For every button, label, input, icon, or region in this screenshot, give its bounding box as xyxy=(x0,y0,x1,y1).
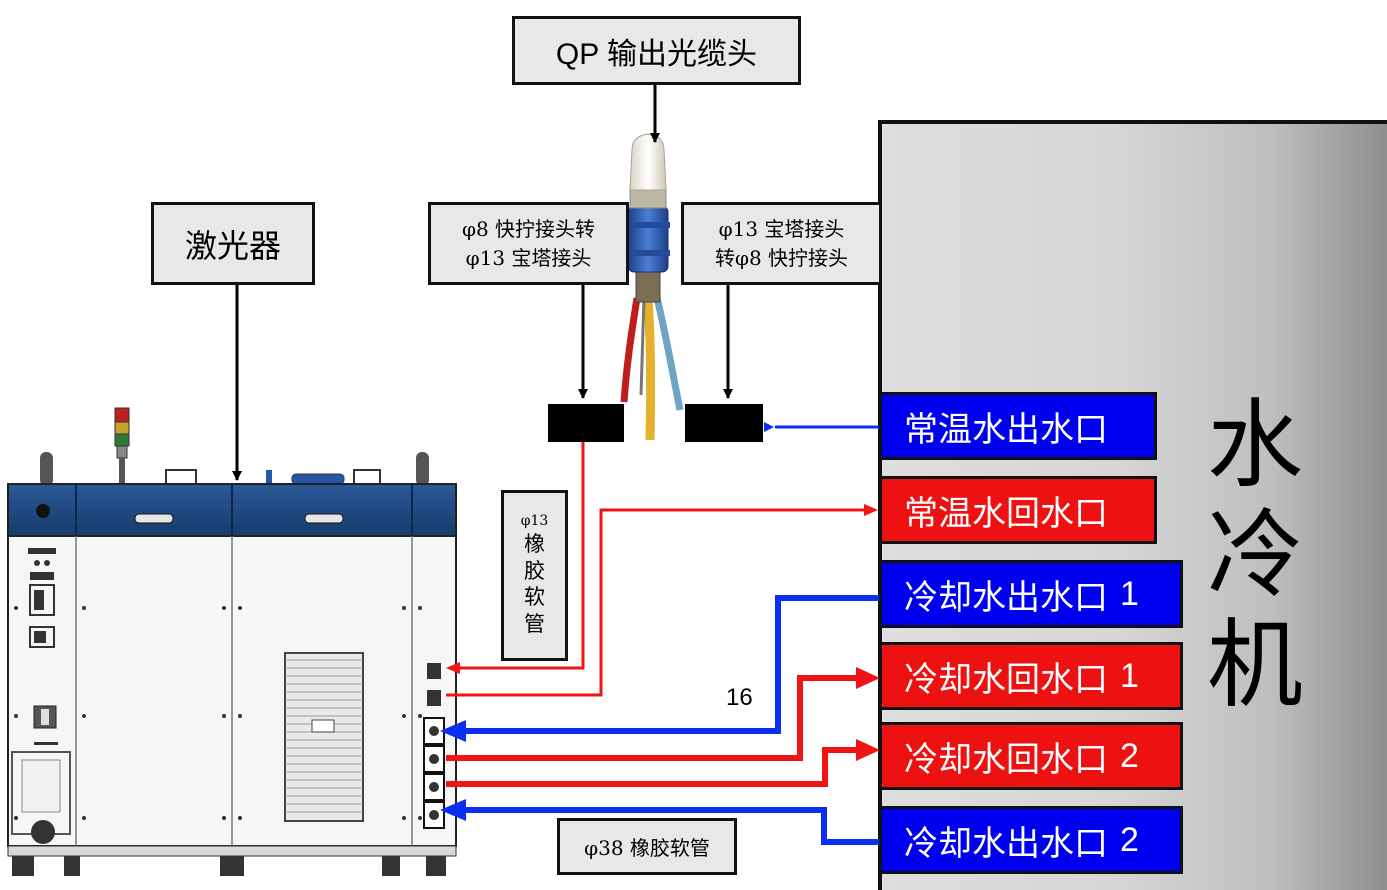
left-adapter-block xyxy=(548,404,624,442)
phi38-hose-label: φ38 橡胶软管 xyxy=(557,818,737,875)
qp-cable-head xyxy=(620,133,684,441)
laser-cabinet xyxy=(7,407,457,876)
hose-label-char: 橡 xyxy=(524,531,545,556)
port-label: 冷却水出水口 xyxy=(904,823,1108,864)
callout-arrows xyxy=(232,85,733,481)
port-number: 2 xyxy=(1120,736,1139,775)
left-adapter-label: φ8 快拧接头转 φ13 宝塔接头 xyxy=(428,202,629,285)
hose-label-char: 软 xyxy=(524,585,545,610)
chiller-title-char: 水 xyxy=(1207,389,1303,501)
port-cooling-return-1: 冷却水回水口 1 xyxy=(879,642,1183,710)
port-cooling-return-2: 冷却水回水口 2 xyxy=(879,722,1183,790)
left-adapter-label-line2: φ13 宝塔接头 xyxy=(465,245,592,270)
port-cooling-outlet-2: 冷却水出水口 2 xyxy=(879,806,1183,874)
water-pipes xyxy=(440,422,880,845)
port-normal-temp-return: 常温水回水口 xyxy=(879,476,1157,544)
port-number: 2 xyxy=(1120,820,1139,859)
port-label: 冷却水回水口 xyxy=(904,739,1108,780)
port-label: 冷却水回水口 xyxy=(904,659,1108,700)
port-number: 1 xyxy=(1120,574,1139,613)
hose-label-char: φ13 xyxy=(520,512,549,529)
right-adapter-label: φ13 宝塔接头 转φ8 快拧接头 xyxy=(681,202,882,285)
chiller-title-char: 冷 xyxy=(1207,499,1303,611)
right-adapter-label-line2: 转φ8 快拧接头 xyxy=(714,245,849,270)
phi13-hose-label: φ13 橡 胶 软 管 xyxy=(501,490,568,661)
right-adapter-label-line1: φ13 宝塔接头 xyxy=(718,216,845,241)
number-16-label: 16 xyxy=(726,684,753,711)
chiller-title: 水 冷 机 xyxy=(1195,390,1315,720)
port-label: 常温水出水口 xyxy=(904,409,1108,450)
hose-label-char: 管 xyxy=(524,612,545,637)
port-normal-temp-outlet: 常温水出水口 xyxy=(879,392,1157,460)
port-label: 冷却水出水口 xyxy=(904,577,1108,618)
left-adapter-label-line1: φ8 快拧接头转 xyxy=(461,216,596,241)
port-cooling-outlet-1: 冷却水出水口 1 xyxy=(879,560,1183,628)
right-adapter-block xyxy=(685,404,763,442)
hose-label-char: 胶 xyxy=(524,558,545,583)
chiller-title-char: 机 xyxy=(1207,609,1303,721)
port-number: 1 xyxy=(1120,656,1139,695)
qp-cable-head-label: QP 输出光缆头 xyxy=(512,16,801,85)
laser-label: 激光器 xyxy=(151,202,315,285)
port-label: 常温水回水口 xyxy=(904,493,1108,534)
